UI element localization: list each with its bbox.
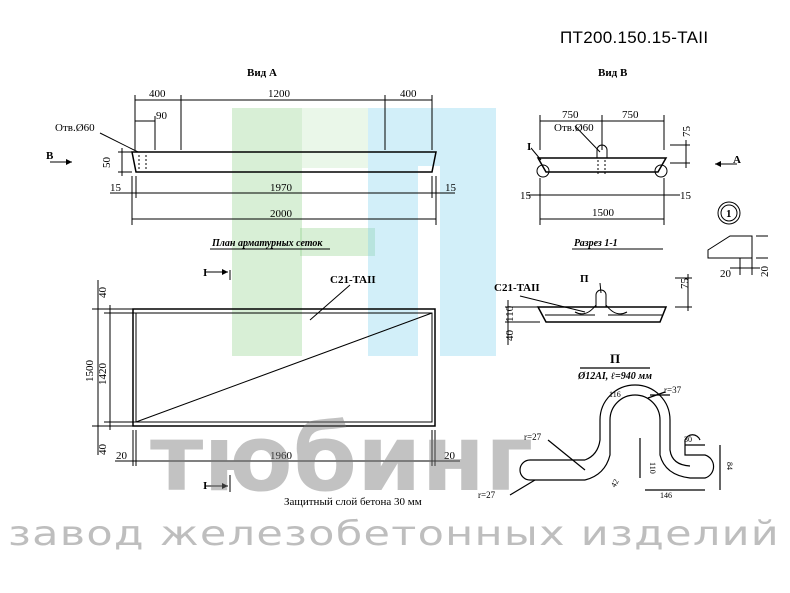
dim-a-top-right: 400 <box>400 88 417 100</box>
dim-plan-outer: 1500 <box>84 360 96 383</box>
loop-dim-w: 146 <box>660 491 672 500</box>
hole-label-b: Отв.Ø60 <box>554 122 594 134</box>
loop-r2: r=27 <box>524 432 542 442</box>
section-1-1 <box>505 248 692 345</box>
section-mesh-label: С21-TAII <box>494 282 540 294</box>
loop-spec: Ø12AI, ℓ=940 мм <box>577 371 652 382</box>
document-title: ПТ200.150.15-TAII <box>560 28 709 47</box>
view-b-title: Вид В <box>598 67 628 79</box>
view-b <box>527 115 737 225</box>
dim-plan-bottom-right: 20 <box>444 450 456 462</box>
watermark-brand: тюбинг <box>150 405 533 512</box>
detail-dim-1: 20 <box>720 268 732 280</box>
loop-dim-ang: 42 <box>609 478 621 489</box>
dim-b-bottom-right: 15 <box>680 190 692 202</box>
detail-1 <box>707 201 768 275</box>
dim-b-overall: 1500 <box>592 207 615 219</box>
loop-dim-h: 110 <box>648 462 657 474</box>
dim-section-a: 40 <box>504 330 516 342</box>
dim-section-b: 110 <box>504 305 516 322</box>
loop-r3: r=27 <box>478 490 496 500</box>
dim-a-overall: 2000 <box>270 208 293 220</box>
loop-dim-side: 84 <box>725 462 734 470</box>
dim-plan-bottom: 40 <box>97 444 109 456</box>
dim-a-height: 50 <box>101 157 113 169</box>
cover-note: Защитный слой бетона 30 мм <box>284 496 422 508</box>
section-mark-bottom: I <box>203 480 207 492</box>
section-mark-top: I <box>203 267 207 279</box>
dim-b-left: 750 <box>562 109 579 121</box>
dim-a-hole-offset: 90 <box>156 110 168 122</box>
dim-plan-bottom-mid: 1960 <box>270 450 293 462</box>
detail-mark: 1 <box>726 208 732 220</box>
dim-a-bottom-mid: 1970 <box>270 182 293 194</box>
dim-a-top-left: 400 <box>149 88 166 100</box>
loop-labels: П Ø12AI, ℓ=940 мм 116 r=37 r=27 r=27 110… <box>478 351 734 500</box>
watermark-tagline: завод железобетонных изделий <box>8 514 780 554</box>
dim-b-height: 75 <box>681 126 693 138</box>
loop-dim-top: 116 <box>609 390 621 399</box>
dim-plan-bottom-left: 20 <box>116 450 128 462</box>
plan-mesh-label: С21-TAII <box>330 274 376 286</box>
section-labels: Разрез 1-1 С21-TAII П 75 40 110 <box>494 238 691 341</box>
loop-r1: r=37 <box>664 385 682 395</box>
section-title: Разрез 1-1 <box>574 238 618 249</box>
arrow-a-label: A <box>733 154 741 166</box>
view-a <box>50 95 455 225</box>
dim-b-bottom-left: 15 <box>520 190 532 202</box>
watermark-logo <box>232 108 496 356</box>
view-a-title: Вид А <box>247 67 277 79</box>
plan-mesh <box>92 248 460 492</box>
section-loop-label: П <box>580 273 589 285</box>
loop-detail <box>509 367 721 496</box>
section-mark-b: I <box>527 141 531 153</box>
plan-title: План арматурных сеток <box>211 238 323 249</box>
dim-a-bottom-right: 15 <box>445 182 457 194</box>
arrow-b-label: B <box>46 150 54 162</box>
dim-plan-inner: 1420 <box>97 363 109 386</box>
detail-dim-2: 20 <box>759 266 771 278</box>
plan-labels: План арматурных сеток С21-TAII 40 1500 1… <box>84 238 456 508</box>
hole-label-a: Отв.Ø60 <box>55 122 95 134</box>
view-b-labels: Вид В 750 750 Отв.Ø60 75 15 15 1500 I A … <box>520 67 771 280</box>
loop-title: П <box>610 351 620 366</box>
dim-section-h: 75 <box>679 278 691 290</box>
dim-b-right: 750 <box>622 109 639 121</box>
view-a-labels: Вид А 400 1200 400 90 Отв.Ø60 50 15 1970… <box>46 67 457 220</box>
dim-a-top-mid: 1200 <box>268 88 291 100</box>
dim-a-bottom-left: 15 <box>110 182 122 194</box>
dim-plan-top: 40 <box>97 287 109 299</box>
loop-dim-end: 30 <box>684 435 692 444</box>
